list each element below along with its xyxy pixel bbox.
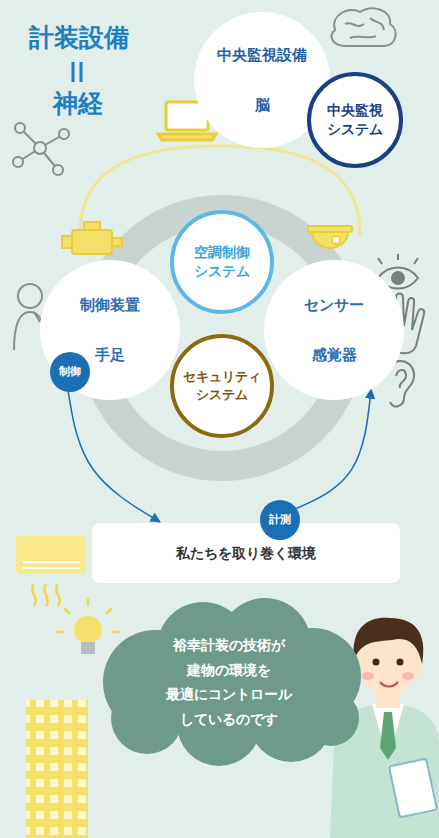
light-bulb-icon: [74, 616, 102, 644]
light-bulb-icon: [112, 631, 120, 634]
node-text: 制御装置: [80, 295, 140, 315]
eye-icon: [392, 272, 404, 284]
network-icon: [13, 123, 69, 175]
person-icon: [18, 284, 42, 308]
staff-figure: [380, 682, 398, 687]
air-conditioner-icon: [16, 536, 86, 574]
rounded-box: 私たちを取り巻く環境: [92, 523, 400, 583]
node-text: 裕幸計装の技術が 建物の環境を 最適にコントロール しているのです: [154, 633, 304, 731]
network-icon: [53, 165, 63, 175]
heat-waves: [56, 584, 59, 606]
sensor-camera-icon: [332, 236, 340, 244]
building-icon: [26, 700, 88, 838]
ear-icon: [396, 370, 406, 388]
staff-figure: [362, 672, 374, 680]
flow-arrow: [68, 392, 160, 522]
heat-waves: [32, 584, 59, 606]
sensor-camera-icon: [312, 232, 348, 248]
building-icon: [26, 700, 88, 838]
actuator-icon: [84, 222, 100, 230]
node-text: 手足: [95, 345, 125, 365]
person-icon: [34, 312, 40, 322]
node-text: 空調制御 システム: [186, 243, 258, 281]
label-text: 神経: [53, 90, 103, 118]
brain-icon: [345, 18, 384, 38]
network-icon: [59, 129, 69, 139]
node-text: 感覚器: [312, 345, 357, 365]
circle-node: セキュリティ システム: [170, 334, 274, 438]
light-bulb-icon: [56, 598, 120, 654]
staff-figure: [380, 712, 396, 760]
actuator-icon: [112, 238, 122, 246]
cloud-bubble: 裕幸計装の技術が 建物の環境を 最適にコントロール しているのです: [95, 598, 363, 766]
sensor-camera-icon: [308, 226, 352, 248]
heat-waves: [44, 584, 47, 606]
node-text: 中央監視 システム: [322, 101, 388, 139]
air-conditioner-icon: [22, 567, 80, 569]
staff-figure: [389, 759, 437, 818]
node-text: 脳: [255, 95, 270, 115]
light-bulb-icon: [106, 608, 112, 614]
cloud-shape: [95, 598, 363, 766]
brain-icon: [332, 8, 396, 46]
air-conditioner-icon: [22, 561, 80, 563]
title: 計装設備: [29, 24, 129, 52]
staff-figure: [402, 672, 414, 680]
flow-arrow: [296, 389, 371, 508]
circle-node: 中央監視 システム: [307, 72, 403, 168]
network-icon: [34, 142, 46, 154]
actuator-icon: [72, 230, 112, 254]
node-text: 私たちを取り巻く環境: [176, 544, 316, 563]
node-text: 計測: [269, 513, 291, 528]
staff-figure: [372, 704, 404, 760]
network-icon: [13, 157, 23, 167]
actuator-icon: [62, 222, 122, 254]
circle-node: 計測: [260, 500, 300, 540]
computer-icon: [158, 134, 216, 140]
network-icon: [15, 123, 25, 133]
light-bulb-icon: [64, 608, 70, 614]
light-bulb-icon: [81, 642, 95, 654]
circle-node: 制御: [50, 352, 90, 392]
air-conditioner-icon: [16, 536, 86, 574]
node-text: 制御: [59, 365, 81, 380]
brain-icon: [332, 8, 396, 46]
cloud-shape: [303, 690, 359, 746]
eye-icon: [378, 254, 418, 264]
equals-sign: [72, 62, 75, 82]
equals-sign: [73, 62, 81, 82]
heat-waves: [32, 584, 35, 606]
node-text: センサー: [304, 295, 364, 315]
light-bulb-icon: [56, 631, 64, 634]
staff-figure: [373, 659, 380, 666]
equals-sign: [80, 62, 83, 82]
light-bulb-icon: [87, 598, 90, 606]
building-icon: [26, 700, 88, 838]
staff-figure: [397, 659, 404, 666]
staff-figure: [354, 618, 424, 664]
node-text: セキュリティ システム: [178, 368, 266, 403]
actuator-icon: [62, 236, 72, 248]
circle-node: 空調制御 システム: [170, 210, 274, 314]
node-text: 中央監視設備: [217, 45, 307, 65]
circle-node: センサー感覚器: [264, 260, 404, 400]
